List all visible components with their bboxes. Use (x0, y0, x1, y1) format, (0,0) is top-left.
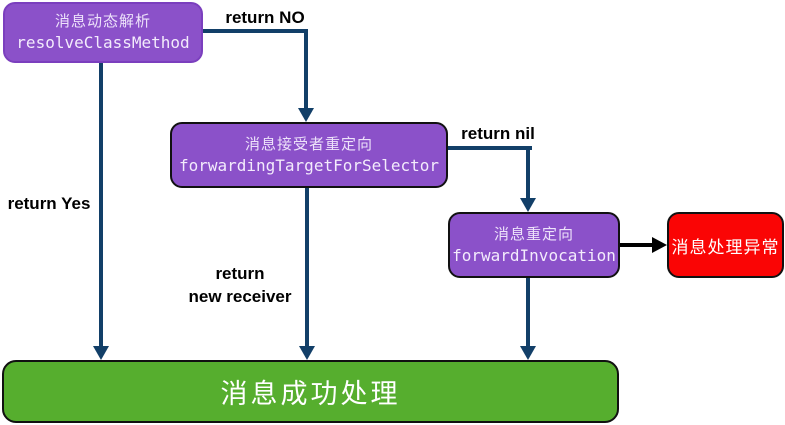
arrowhead-forwarding-target-to-success (299, 346, 315, 360)
edge-return-no-horizontal (203, 29, 308, 33)
node-message-success: 消息成功处理 (2, 360, 619, 423)
node-forwarding-target-code: forwardingTargetForSelector (178, 155, 440, 175)
node-forwarding-target-title: 消息接受者重定向 (244, 135, 373, 153)
label-return-new-receiver: return new receiver (172, 262, 308, 308)
node-resolve-title: 消息动态解析 (54, 13, 151, 30)
node-message-success-title: 消息成功处理 (220, 379, 401, 409)
arrowhead-into-forwarding-target (298, 108, 314, 122)
node-resolve-class-method: 消息动态解析 resolveClassMethod (3, 2, 203, 63)
node-message-error: 消息处理异常 (667, 212, 784, 278)
edge-resolve-to-success (99, 63, 103, 346)
label-return-no: return NO (225, 8, 305, 27)
arrowhead-resolve-to-success (93, 346, 109, 360)
label-return-new-receiver-line1: return (215, 264, 265, 283)
edge-return-nil-vertical (526, 146, 530, 198)
node-message-error-title: 消息处理异常 (671, 237, 780, 257)
arrowhead-into-error (652, 237, 667, 253)
label-return-nil: return nil (461, 124, 535, 143)
arrowhead-forward-invocation-to-success (520, 346, 536, 360)
label-return-new-receiver-line2: new receiver (188, 287, 292, 306)
edge-return-nil-horizontal (448, 146, 532, 150)
node-forwarding-target-for-selector: 消息接受者重定向 forwardingTargetForSelector (170, 122, 448, 188)
node-forward-invocation-code: forwardInvocation (452, 245, 616, 265)
edge-forwarding-target-to-success (305, 188, 309, 346)
arrowhead-into-forward-invocation (520, 198, 536, 212)
edge-return-no-vertical (304, 29, 308, 108)
node-forward-invocation-title: 消息重定向 (493, 225, 574, 243)
edge-forward-invocation-to-success (526, 278, 530, 346)
edge-forward-invocation-to-error (620, 243, 653, 247)
label-return-yes: return Yes (7, 194, 91, 213)
node-resolve-code: resolveClassMethod (16, 33, 190, 52)
node-forward-invocation: 消息重定向 forwardInvocation (448, 212, 620, 278)
